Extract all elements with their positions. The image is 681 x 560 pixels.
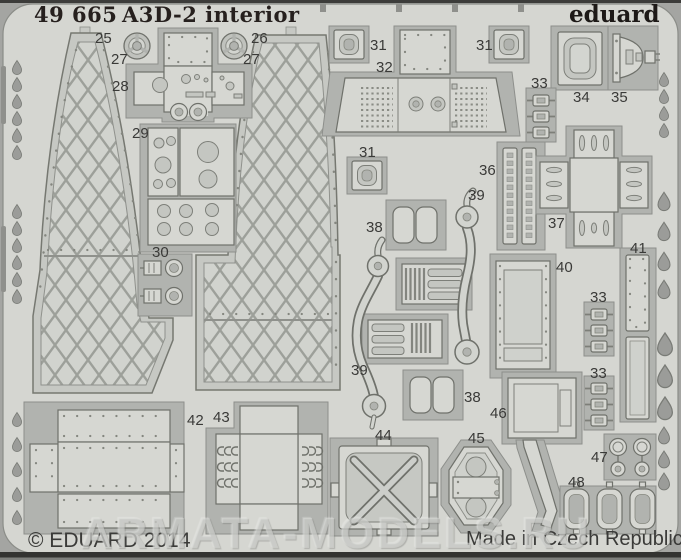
part-number-label: 39 (468, 187, 485, 204)
fret-edge-notches (1, 4, 524, 292)
part-37-box (535, 125, 653, 249)
part-28-console (125, 27, 253, 123)
part-number-label: 41 (630, 240, 647, 257)
part-33-buckles (525, 87, 557, 143)
part-number-label: 29 (132, 125, 149, 142)
copyright-text: © EDUARD 2014 (28, 529, 191, 552)
part-35 (607, 25, 660, 91)
part-30 (137, 253, 193, 317)
part-number-label: 40 (556, 259, 573, 276)
part-number-label: 27 (111, 51, 128, 68)
part-number-label: 31 (359, 144, 376, 161)
part-29-panel (139, 123, 237, 253)
part-number-label: 26 (251, 30, 268, 47)
part-number-label: 33 (531, 75, 548, 92)
part-number-label: 42 (187, 412, 204, 429)
part-34-frame (550, 25, 609, 91)
part-number-label: 43 (213, 409, 230, 426)
part-44-hatch (329, 437, 439, 537)
part-42-box (23, 401, 185, 535)
part-number-label: 48 (568, 474, 585, 491)
sheet-title: A3D-2 interior (122, 2, 300, 27)
part-33-buckles-3 (583, 375, 615, 431)
part-number-label: 31 (370, 37, 387, 54)
part-46-mirror (501, 371, 583, 537)
part-number-label: 33 (590, 289, 607, 306)
part-number-label: 33 (590, 365, 607, 382)
part-40-seat (489, 253, 557, 379)
part-31-frame-3 (346, 156, 388, 195)
part-38-pads-2 (402, 369, 464, 421)
part-number-label: 28 (112, 78, 129, 95)
part-number-label: 37 (548, 215, 565, 232)
made-in-text: Made in Czech Republic (466, 528, 681, 550)
part-31-frame-2 (488, 25, 530, 64)
part-26-armor-panel (195, 26, 341, 391)
part-32-center-console (321, 25, 521, 137)
part-number-label: 38 (464, 389, 481, 406)
part-45 (440, 439, 512, 534)
belt-plate-lower (361, 313, 449, 365)
part-number-label: 38 (366, 219, 383, 236)
part-number-label: 35 (611, 89, 628, 106)
part-number-label: 39 (351, 362, 368, 379)
part-38-pads (385, 199, 447, 251)
part-number-label: 27 (243, 51, 260, 68)
part-number-label: 44 (375, 427, 392, 444)
part-number-label: 34 (573, 89, 590, 106)
part-27-wheel (122, 31, 152, 61)
part-39-strap (454, 187, 480, 365)
watermark: ARMATA-MODELS.RU (80, 509, 592, 558)
part-48-frames (559, 481, 657, 535)
part-33-buckles-2 (583, 301, 615, 357)
part-number-label: 46 (490, 405, 507, 422)
part-36-rails (496, 141, 546, 251)
part-47-discs (603, 433, 657, 481)
part-number-label: 47 (591, 449, 608, 466)
part-39-strap-2 (351, 236, 390, 430)
part-41-rails (619, 247, 657, 423)
part-number-label: 31 (476, 37, 493, 54)
part-number-label: 30 (152, 244, 169, 261)
belt-plate-upper (395, 257, 473, 311)
catalog-number: 49 665 (34, 2, 118, 27)
part-number-label: 36 (479, 162, 496, 179)
part-43-box (205, 401, 329, 535)
part-number-label: 45 (468, 430, 485, 447)
part-31-frame (328, 25, 370, 64)
part-number-label: 32 (376, 59, 393, 76)
brand-logo: eduard (569, 1, 660, 28)
part-number-label: 25 (95, 30, 112, 47)
